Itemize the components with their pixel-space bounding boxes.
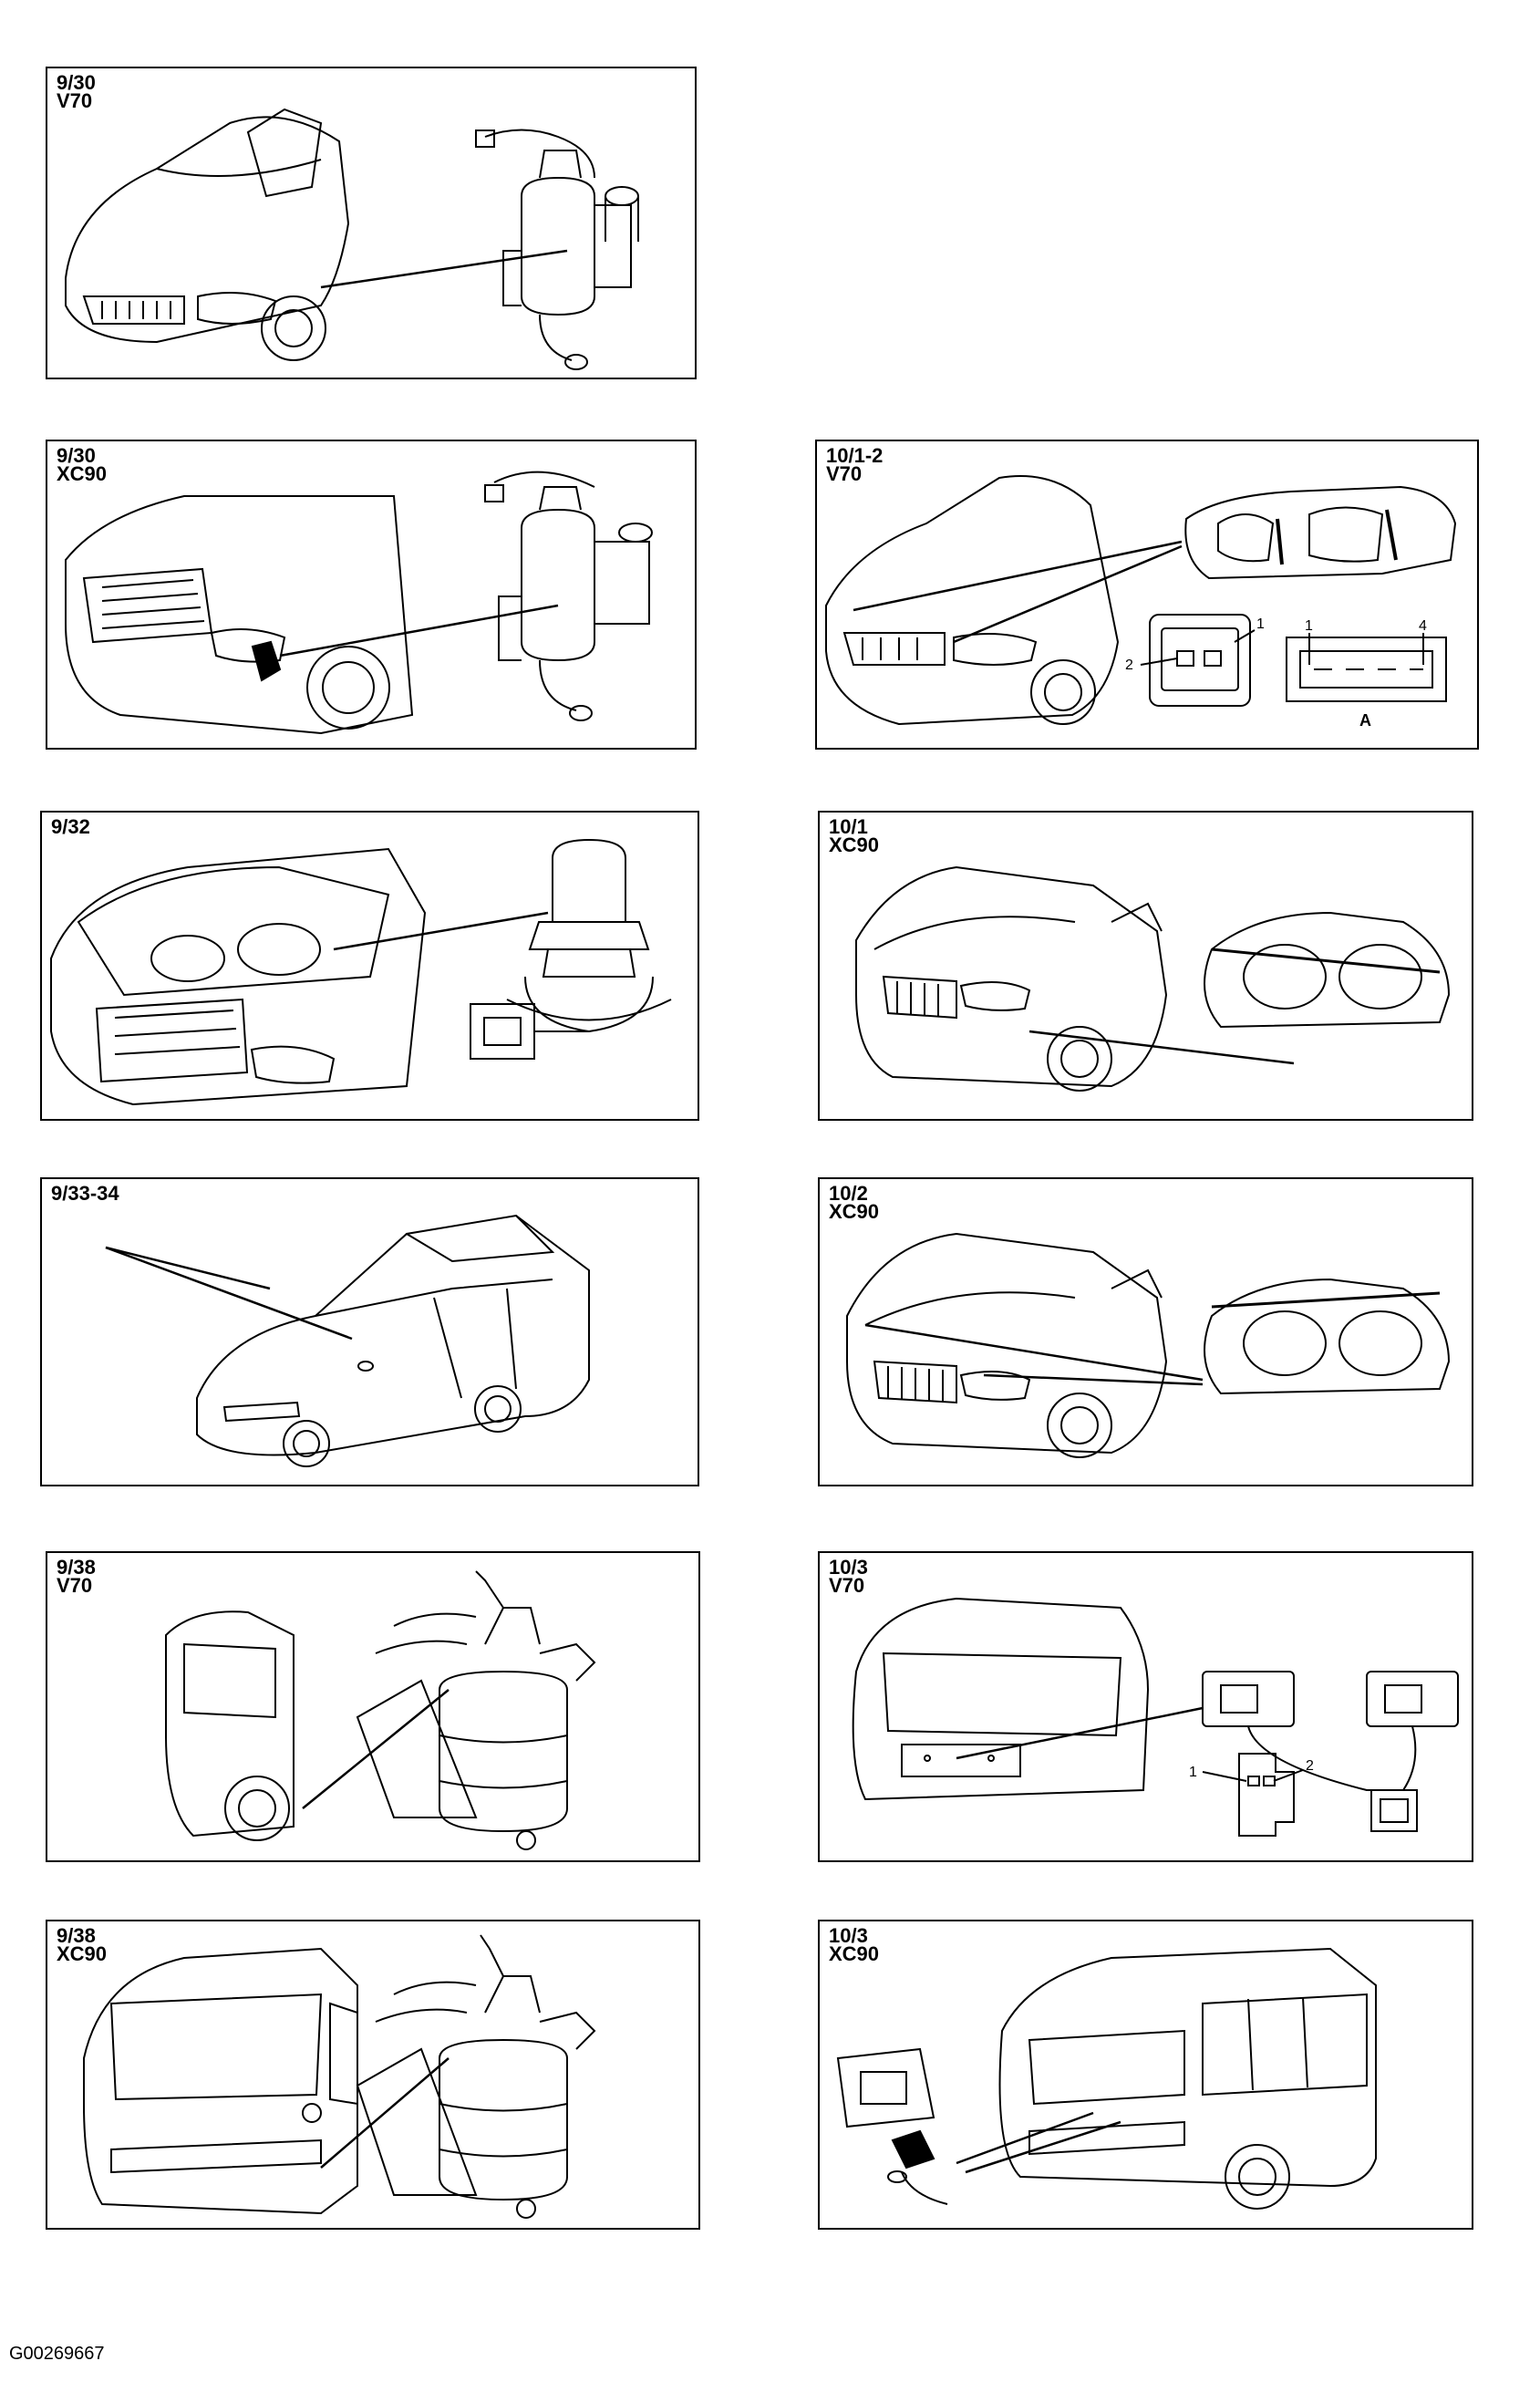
v70-license-plate-lamp-illustration: 1 2: [852, 1597, 1459, 1837]
panel-10-3-v70: 10/3 V70 1 2: [818, 1551, 1473, 1862]
panel-model: XC90: [57, 1942, 108, 1965]
xc90-headlamp-illustration: [855, 865, 1451, 1092]
panel-10-3-xc90: 10/3 XC90: [818, 1920, 1473, 2230]
xc90-side-view-washer-nozzles-illustration: [105, 1214, 590, 1467]
panel-label: 10/1 XC90: [829, 815, 880, 856]
panel-code: 10/3: [829, 1556, 868, 1579]
v70-rear-washer-pump-illustration: [165, 1570, 596, 1850]
panel-code: 10/1-2: [826, 444, 884, 467]
pin-label-2: 2: [1125, 658, 1133, 673]
xc90-license-plate-lamp-illustration: [836, 1947, 1377, 2210]
panel-code: 10/3: [829, 1924, 868, 1947]
pin-label-2: 2: [1306, 1758, 1314, 1774]
panel-code: 9/30: [57, 444, 96, 467]
panel-model: XC90: [829, 834, 880, 856]
panel-model: V70: [57, 1574, 93, 1597]
panel-code: 9/30: [57, 71, 96, 94]
xc90-headlamp-illustration-2: [846, 1232, 1451, 1458]
panel-10-1-xc90: 10/1 XC90: [818, 811, 1473, 1121]
panel-9-30-xc90: 9/30 XC90: [46, 440, 697, 750]
panel-label: 9/38 XC90: [57, 1924, 108, 1965]
panel-label: 9/30 XC90: [57, 444, 108, 485]
pin-label-1: 1: [1256, 616, 1265, 632]
panel-label: 9/32: [51, 815, 90, 838]
panel-label: 9/38 V70: [57, 1556, 96, 1597]
panel-label: 10/2 XC90: [829, 1182, 880, 1223]
panel-code: 10/2: [829, 1182, 868, 1205]
panel-10-1-2-v70: 10/1-2 V70 2 1 1 4 A: [815, 440, 1479, 750]
panel-model: V70: [57, 89, 93, 112]
panel-model: XC90: [57, 462, 108, 485]
panel-9-38-xc90: 9/38 XC90: [46, 1920, 700, 2230]
panel-label: 10/1-2 V70: [826, 444, 884, 485]
panel-code: 9/32: [51, 815, 90, 838]
xc90-engine-bay-and-sensor-illustration: [50, 838, 672, 1106]
panel-model: XC90: [829, 1200, 880, 1223]
panel-model: V70: [826, 462, 863, 485]
v70-headlamp-and-connectors-illustration: 2 1 1 4 A: [825, 475, 1457, 730]
panel-code: 9/33-34: [51, 1182, 119, 1205]
xc90-front-car-and-washer-pump-illustration: [65, 471, 653, 735]
panel-9-30-v70: 9/30 V70: [46, 67, 697, 379]
panel-label: 9/30 V70: [57, 71, 96, 112]
panel-code: 9/38: [57, 1556, 96, 1579]
connector-a-label: A: [1359, 711, 1371, 730]
panel-label: 10/3 V70: [829, 1556, 868, 1597]
connector-a-pin-4: 4: [1419, 618, 1427, 634]
panel-model: XC90: [829, 1942, 880, 1965]
panel-10-2-xc90: 10/2 XC90: [818, 1177, 1473, 1486]
panel-9-33-34: 9/33-34: [40, 1177, 699, 1486]
panel-label: 9/33-34: [51, 1182, 119, 1205]
v70-front-car-and-washer-pump-illustration: [65, 108, 639, 370]
panel-code: 9/38: [57, 1924, 96, 1947]
panel-9-38-v70: 9/38 V70: [46, 1551, 700, 1862]
pin-label-1: 1: [1189, 1765, 1197, 1780]
panel-model: V70: [829, 1574, 865, 1597]
panel-label: 10/3 XC90: [829, 1924, 880, 1965]
panel-code: 10/1: [829, 815, 868, 838]
xc90-rear-washer-pump-illustration: [83, 1934, 596, 2219]
connector-a-pin-1: 1: [1305, 618, 1313, 634]
panel-9-32: 9/32: [40, 811, 699, 1121]
image-id-label: G00269667: [9, 2344, 105, 2364]
